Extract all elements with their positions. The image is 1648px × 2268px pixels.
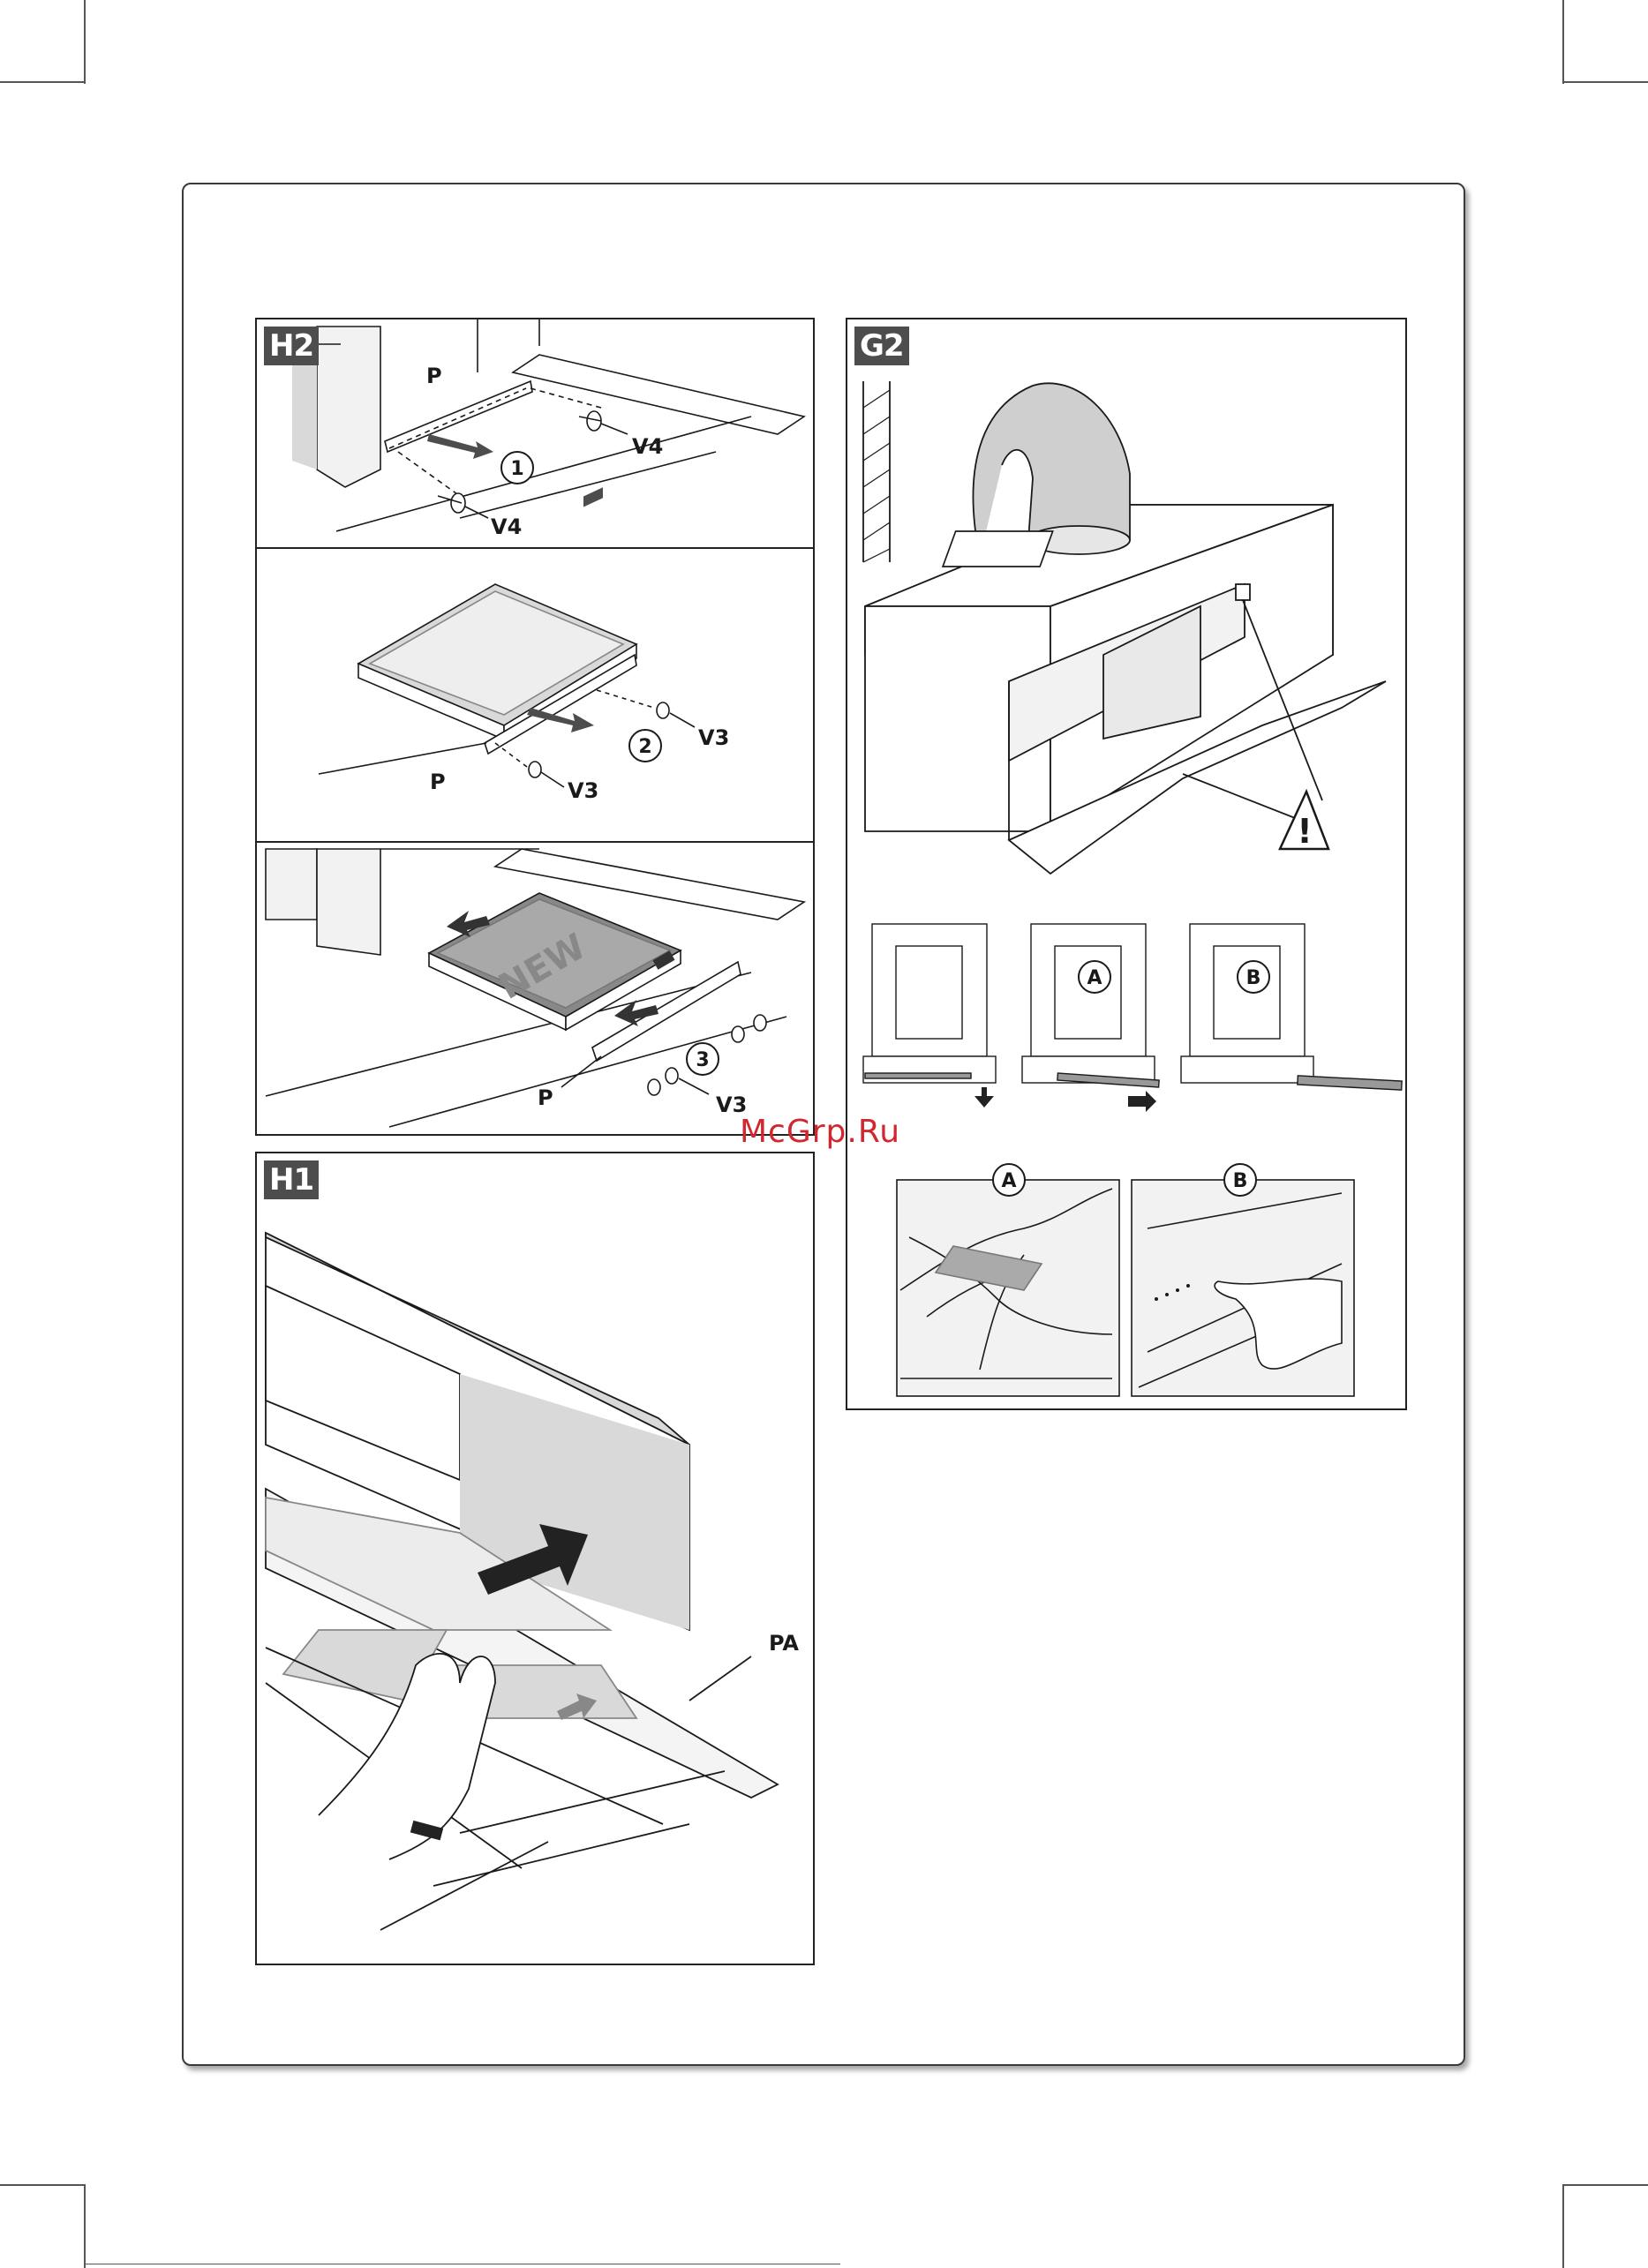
step1-part-label: P bbox=[426, 364, 442, 388]
crop-mark bbox=[1562, 2184, 1564, 2268]
g2-filter-steps bbox=[863, 924, 1402, 1090]
g2-illustration: ! A B bbox=[847, 319, 1405, 1408]
panel-h2-tag: H2 bbox=[264, 327, 319, 365]
filter-b-label: B bbox=[1246, 967, 1261, 989]
crop-mark bbox=[1564, 2184, 1648, 2186]
panel-h1: PA H1 bbox=[255, 1152, 815, 1965]
step2-screw-label-b: V3 bbox=[568, 778, 598, 803]
crop-mark bbox=[0, 2184, 84, 2186]
panel-g2: ! A B bbox=[846, 318, 1407, 1410]
g2-down-arrow bbox=[975, 1087, 994, 1108]
step3-part-label: P bbox=[538, 1085, 553, 1110]
step2-part-label: P bbox=[430, 770, 446, 794]
h2-illustration: 1 P V4 V4 2 V3 V3 P bbox=[257, 319, 813, 1134]
filter-a-label: A bbox=[1087, 967, 1102, 989]
step3-number: 3 bbox=[696, 1049, 709, 1071]
crop-mark bbox=[0, 81, 84, 83]
h1-panel-label: PA bbox=[769, 1631, 799, 1656]
detail-a-label: A bbox=[1001, 1170, 1016, 1192]
panel-g2-tag: G2 bbox=[854, 327, 909, 365]
step1-number: 1 bbox=[510, 458, 523, 480]
detail-b-label: B bbox=[1233, 1170, 1248, 1192]
crop-mark bbox=[1562, 0, 1564, 84]
h1-illustration: PA bbox=[257, 1153, 813, 1964]
watermark-text: McGrp.Ru bbox=[740, 1114, 900, 1150]
g2-detail-boxes bbox=[897, 1180, 1354, 1396]
panel-h1-tag: H1 bbox=[264, 1160, 319, 1199]
step1-screw-label-b: V4 bbox=[491, 514, 522, 539]
crop-mark bbox=[84, 0, 86, 84]
step2-screw-label-a: V3 bbox=[698, 725, 729, 750]
step2-number: 2 bbox=[638, 736, 651, 758]
step1-drawing bbox=[292, 319, 804, 531]
crop-mark bbox=[1564, 81, 1648, 83]
warning-icon: ! bbox=[1297, 812, 1312, 851]
step1-screw-label-a: V4 bbox=[632, 434, 663, 459]
g2-right-arrow bbox=[1128, 1091, 1156, 1112]
panel-h2: 1 P V4 V4 2 V3 V3 P bbox=[255, 318, 815, 1136]
crop-mark bbox=[84, 2184, 86, 2268]
